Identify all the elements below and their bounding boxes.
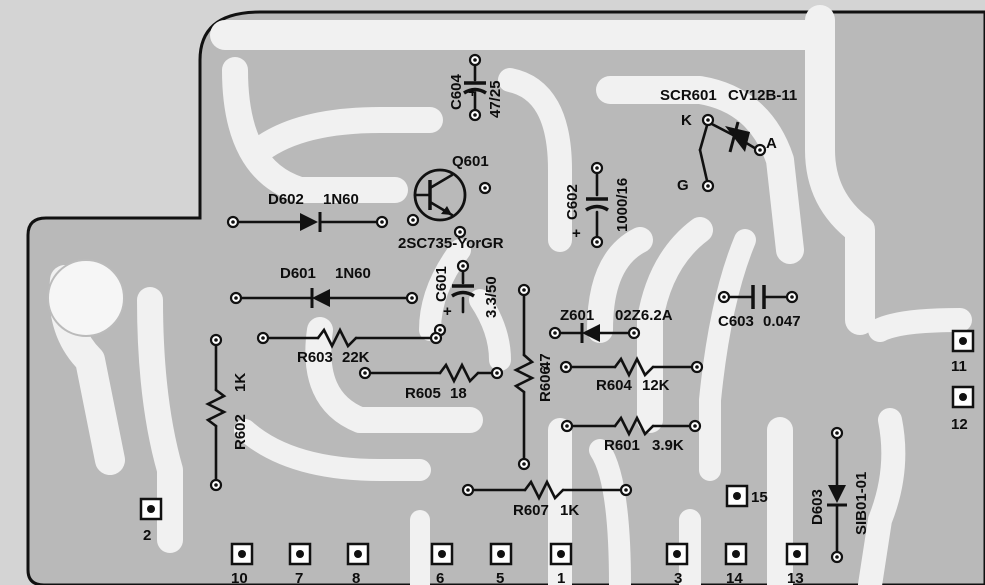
c601-value: 3.3/50 (483, 276, 500, 318)
resistor-r603 (256, 327, 443, 349)
r606-value: 47 (537, 353, 554, 370)
resistor-r604 (559, 356, 704, 378)
resistor-r601 (560, 415, 702, 437)
mounting-hole (47, 259, 125, 337)
polarity-plus-c604: + (468, 84, 477, 101)
r603-value: 22K (342, 349, 370, 366)
svg-text:13: 13 (787, 570, 804, 585)
svg-text:15: 15 (751, 489, 768, 506)
svg-text:8: 8 (352, 570, 360, 585)
c602-ref: C602 (564, 184, 581, 220)
r606-ref: R606 (537, 366, 554, 402)
d601-value: 1N60 (335, 265, 371, 282)
terminal-11: 11 (951, 329, 975, 375)
terminal-13: 13 (785, 542, 809, 585)
terminal-3: 3 (665, 542, 689, 585)
scr-scr601 (698, 113, 767, 193)
svg-text:7: 7 (295, 570, 303, 585)
svg-text:2: 2 (143, 527, 151, 544)
z601-value: 02Z6.2A (615, 307, 673, 324)
diode-d601 (229, 288, 419, 308)
r601-ref: R601 (604, 437, 640, 454)
d602-value: 1N60 (323, 191, 359, 208)
terminal-15: 15 (725, 484, 768, 508)
resistor-r606 (513, 283, 535, 471)
zener-z601 (548, 323, 641, 343)
resistor-r605 (358, 362, 504, 384)
diode-d603 (827, 426, 847, 564)
terminal-1: 1 (549, 542, 573, 585)
d602-ref: D602 (268, 191, 304, 208)
c602-value: 1000/16 (614, 178, 631, 232)
terminal-6: 6 (430, 542, 454, 585)
scr601-pin-k: K (681, 112, 692, 129)
svg-text:14: 14 (726, 570, 743, 585)
capacitor-c601 (433, 259, 475, 337)
c601-ref: C601 (433, 266, 450, 302)
r604-value: 12K (642, 377, 670, 394)
r604-ref: R604 (596, 377, 633, 394)
d601-ref: D601 (280, 265, 316, 282)
trace-layer (49, 5, 972, 585)
terminal-10: 10 (230, 542, 254, 585)
svg-text:3: 3 (674, 570, 682, 585)
terminal-12: 12 (951, 385, 975, 433)
q601-value: 2SC735-YorGR (398, 235, 504, 252)
transistor-q601 (406, 168, 492, 239)
polarity-plus-c602: + (572, 225, 581, 242)
svg-text:11: 11 (951, 358, 967, 375)
terminal-8: 8 (346, 542, 370, 585)
d603-value: SIB01-01 (853, 472, 870, 535)
scr601-pin-g: G (677, 177, 689, 194)
q601-ref: Q601 (452, 153, 489, 170)
c603-ref: C603 (718, 313, 754, 330)
capacitor-c603 (717, 285, 799, 309)
c604-ref: C604 (448, 73, 465, 110)
c603-value: 0.047 (763, 313, 801, 330)
terminal-5: 5 (489, 542, 513, 585)
r602-value: 1K (232, 373, 249, 392)
r601-value: 3.9K (652, 437, 684, 454)
c604-value: 47/25 (487, 80, 504, 118)
r603-ref: R603 (297, 349, 333, 366)
polarity-plus-c601: + (443, 303, 452, 320)
capacitor-c602 (585, 161, 609, 249)
svg-text:1: 1 (557, 570, 565, 585)
terminal-2: 2 (139, 497, 163, 544)
r605-value: 18 (450, 385, 467, 402)
d603-ref: D603 (809, 489, 826, 525)
svg-text:5: 5 (496, 570, 504, 585)
z601-ref: Z601 (560, 307, 594, 324)
diode-d602 (226, 212, 389, 232)
r605-ref: R605 (405, 385, 441, 402)
capacitor-c604: + (463, 53, 487, 122)
terminal-14: 14 (724, 542, 748, 585)
svg-text:10: 10 (231, 570, 248, 585)
terminal-7: 7 (288, 542, 312, 585)
r607-ref: R607 (513, 502, 549, 519)
r607-value: 1K (560, 502, 579, 519)
svg-text:6: 6 (436, 570, 444, 585)
r602-ref: R602 (232, 414, 249, 450)
svg-text:12: 12 (951, 416, 968, 433)
scr601-value: CV12B-11 (728, 87, 797, 104)
resistor-r607 (461, 479, 633, 501)
resistor-r602 (205, 333, 227, 492)
scr601-ref: SCR601 (660, 87, 717, 104)
scr601-pin-a: A (766, 135, 777, 152)
